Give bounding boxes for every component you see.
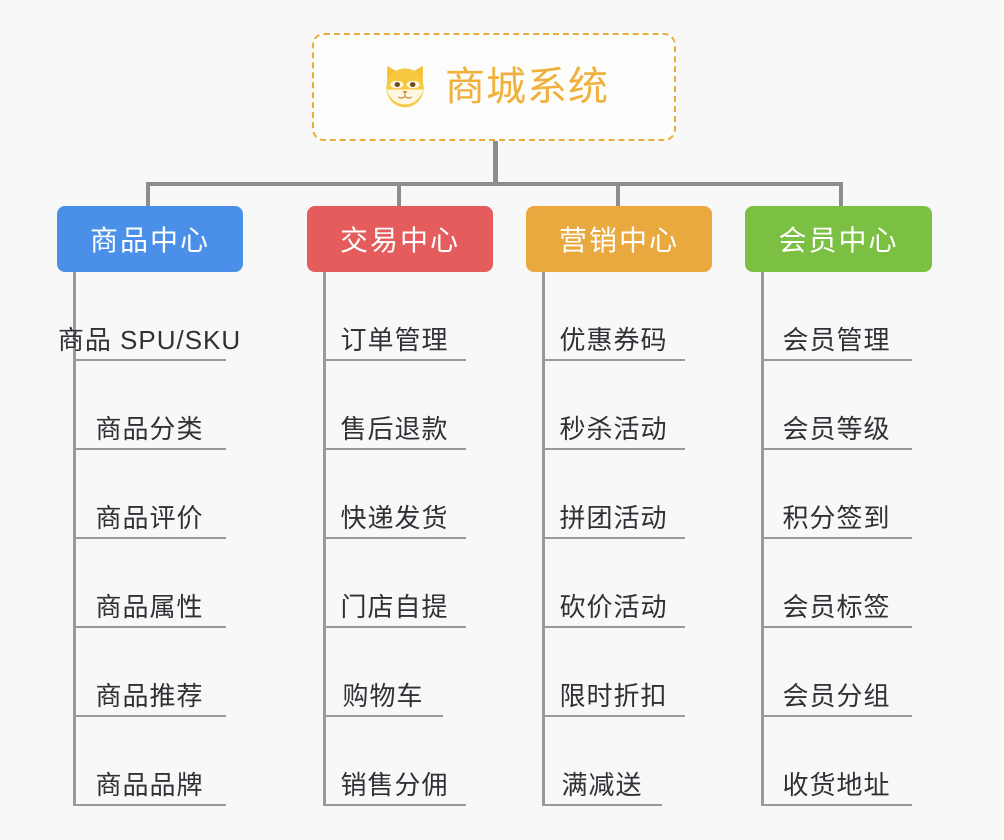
leaf-item[interactable]: 会员标签 (761, 539, 912, 628)
branch-header-营销中心[interactable]: 营销中心 (526, 206, 712, 272)
leaf-item[interactable]: 售后退款 (323, 361, 466, 450)
leaf-item[interactable]: 商品品牌 (73, 717, 226, 806)
leaf-item-label: 销售分佣 (340, 770, 449, 801)
leaf-item[interactable]: 积分签到 (761, 450, 912, 539)
leaf-item[interactable]: 商品推荐 (73, 628, 226, 717)
leaf-item-label: 砍价活动 (559, 592, 668, 623)
leaf-item[interactable]: 优惠券码 (542, 272, 685, 361)
connector-drop-3 (616, 182, 620, 208)
branch-header-label: 会员中心 (778, 225, 899, 256)
leaf-item-label: 商品分类 (95, 414, 204, 445)
leaf-item[interactable]: 门店自提 (323, 539, 466, 628)
branch-header-label: 商品中心 (89, 225, 210, 256)
leaf-item[interactable]: 收货地址 (761, 717, 912, 806)
branch-header-商品中心[interactable]: 商品中心 (57, 206, 243, 272)
leaf-item[interactable]: 拼团活动 (542, 450, 685, 539)
leaf-item-label: 商品 SPU/SKU (57, 325, 242, 356)
leaf-item[interactable]: 会员分组 (761, 628, 912, 717)
branch-spine (73, 272, 76, 806)
branch-spine (323, 272, 326, 806)
leaf-item[interactable]: 会员等级 (761, 361, 912, 450)
dog-face-icon (386, 65, 424, 108)
leaf-item-label: 门店自提 (340, 592, 449, 623)
leaf-item[interactable]: 商品属性 (73, 539, 226, 628)
leaf-item[interactable]: 会员管理 (761, 272, 912, 361)
leaf-item[interactable]: 满减送 (542, 717, 662, 806)
leaf-item-label: 拼团活动 (559, 503, 668, 534)
leaf-item-label: 商品推荐 (95, 681, 204, 712)
branch-header-label: 营销中心 (558, 225, 679, 256)
leaf-item[interactable]: 订单管理 (323, 272, 466, 361)
leaf-item-label: 限时折扣 (559, 681, 668, 712)
branch-header-交易中心[interactable]: 交易中心 (307, 206, 493, 272)
leaf-item-label: 快递发货 (340, 503, 449, 534)
leaf-item[interactable]: 销售分佣 (323, 717, 466, 806)
leaf-item-label: 秒杀活动 (559, 414, 668, 445)
branch-spine (542, 272, 545, 806)
leaf-item-label: 会员分组 (782, 681, 891, 712)
leaf-item-label: 商品属性 (95, 592, 204, 623)
connector-drop-1 (146, 182, 150, 208)
leaf-item[interactable]: 购物车 (323, 628, 443, 717)
connector-drop-2 (397, 182, 401, 208)
leaf-item-label: 商品评价 (95, 503, 204, 534)
leaf-item-label: 售后退款 (340, 414, 449, 445)
leaf-item-label: 商品品牌 (95, 770, 204, 801)
root-node[interactable]: 商城系统 (312, 33, 676, 141)
branch-spine (761, 272, 764, 806)
leaf-item-label: 购物车 (342, 681, 424, 712)
leaf-item-label: 订单管理 (340, 325, 449, 356)
leaf-item[interactable]: 秒杀活动 (542, 361, 685, 450)
branch-header-label: 交易中心 (339, 225, 460, 256)
root-title: 商城系统 (445, 65, 609, 109)
connector-horizontal-bus (146, 182, 843, 186)
leaf-item-label: 会员管理 (782, 325, 891, 356)
branch-header-会员中心[interactable]: 会员中心 (745, 206, 932, 272)
connector-drop-4 (839, 182, 843, 208)
connector-root-stem (493, 141, 498, 185)
leaf-item[interactable]: 快递发货 (323, 450, 466, 539)
leaf-item[interactable]: 商品 SPU/SKU (58, 272, 240, 361)
leaf-item-label: 积分签到 (782, 503, 891, 534)
leaf-item[interactable]: 商品评价 (73, 450, 226, 539)
leaf-item[interactable]: 砍价活动 (542, 539, 685, 628)
leaf-item[interactable]: 商品分类 (73, 361, 226, 450)
leaf-item-label: 优惠券码 (559, 325, 668, 356)
leaf-item-label: 满减送 (561, 770, 643, 801)
leaf-item-label: 收货地址 (782, 770, 891, 801)
leaf-item[interactable]: 限时折扣 (542, 628, 685, 717)
leaf-item-label: 会员标签 (782, 592, 891, 623)
leaf-item-label: 会员等级 (782, 414, 891, 445)
